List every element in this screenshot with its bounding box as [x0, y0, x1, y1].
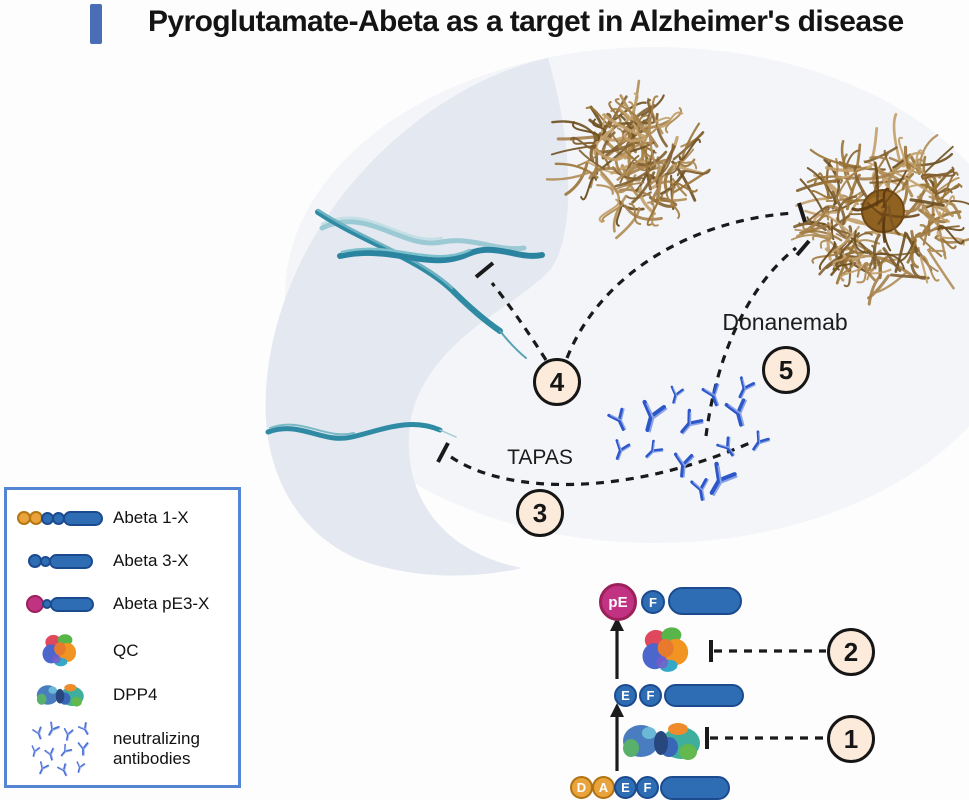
legend-box: Abeta 1-X Abeta 3-X Abeta pE3-X [4, 487, 241, 788]
conversion-arrows [610, 617, 624, 771]
step-number: 4 [549, 366, 565, 397]
amyloid-plaque-small [545, 79, 711, 240]
step-badge-2: 2 [827, 628, 875, 676]
inhibition-arrows [436, 202, 826, 749]
legend-row-abeta-3x: Abeta 3-X [7, 541, 236, 581]
residue-f: F [641, 590, 665, 614]
abeta-pe3x-body [668, 587, 742, 615]
tapas-label: TAPAS [507, 446, 573, 469]
abeta-pe3x-chain-icon [7, 595, 113, 613]
dpp4-enzyme-blob [623, 723, 700, 760]
residue-e: E [614, 776, 637, 799]
legend-row-abeta-pe3x: Abeta pE3-X [7, 584, 236, 624]
antibody-cluster-icon [7, 720, 113, 778]
page-title: Pyroglutamate-Abeta as a target in Alzhe… [148, 5, 904, 38]
step-number: 5 [778, 354, 794, 385]
background-shapes [265, 47, 969, 576]
legend-row-abeta-1x: Abeta 1-X [7, 498, 236, 538]
residue-f: F [636, 776, 659, 799]
dpp4-enzyme-icon [7, 677, 113, 713]
residue-a: A [592, 776, 615, 799]
abeta-fibrils [265, 208, 545, 441]
residue-f: F [639, 684, 662, 707]
abeta-1x-body [660, 776, 730, 800]
residue-d: D [570, 776, 593, 799]
legend-label: Abeta 3-X [113, 551, 189, 571]
abeta-1x-chain-icon [7, 510, 113, 526]
legend-row-qc: QC [7, 628, 236, 674]
step-badge-5: 5 [762, 346, 810, 394]
donanemab-label: Donanemab [722, 309, 848, 335]
legend-label: neutralizing antibodies [113, 729, 200, 768]
step-number: 1 [843, 723, 859, 754]
legend-label: QC [113, 641, 139, 661]
antibody-cluster [607, 376, 771, 501]
legend-row-dpp4: DPP4 [7, 674, 236, 716]
abeta-3x-body [664, 684, 744, 707]
plaque-core-strands [851, 161, 920, 252]
legend-label: Abeta 1-X [113, 508, 189, 528]
abeta-fibril-single [265, 421, 443, 441]
legend-label: DPP4 [113, 685, 158, 705]
step-badge-1: 1 [827, 715, 875, 763]
qc-enzyme-icon [7, 629, 113, 673]
qc-enzyme-blob [639, 625, 691, 675]
abeta-3x-chain-icon [7, 553, 113, 569]
title-accent-bar [90, 4, 102, 44]
step-badge-4: 4 [533, 358, 581, 406]
residue-pe: pE [599, 583, 637, 621]
step-number: 2 [843, 636, 859, 667]
legend-row-antibodies: neutralizing antibodies [7, 718, 236, 780]
step-number: 3 [532, 497, 548, 528]
step-badge-3: 3 [516, 489, 564, 537]
legend-label: Abeta pE3-X [113, 594, 210, 614]
residue-e: E [614, 684, 637, 707]
